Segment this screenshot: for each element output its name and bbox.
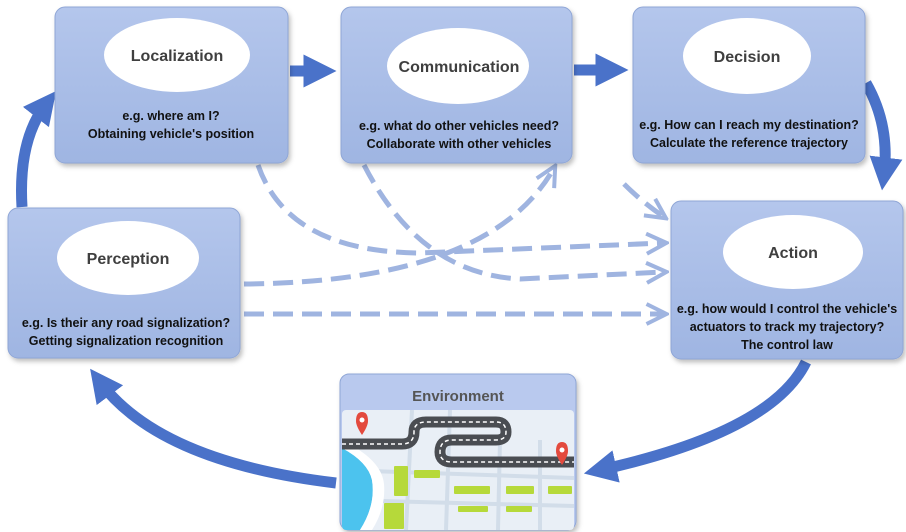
action-title-oval xyxy=(723,215,863,289)
environment-map-illustration xyxy=(342,410,574,530)
perception-line2: Getting signalization recognition xyxy=(29,334,223,348)
localization-line2: Obtaining vehicle's position xyxy=(88,127,254,141)
arrow-action-to-environment xyxy=(583,359,811,483)
dashed-decision-to-action xyxy=(622,182,664,217)
localization-box: Localization e.g. where am I? Obtaining … xyxy=(54,6,289,164)
environment-title: Environment xyxy=(412,388,504,405)
dashed-arrows xyxy=(243,163,664,314)
action-line1: e.g. how would I control the vehicle's xyxy=(677,302,897,316)
action-box: Action e.g. how would I control the vehi… xyxy=(670,200,904,360)
perception-title: Perception xyxy=(87,251,170,268)
decision-title-oval xyxy=(683,18,811,94)
solid-arrows xyxy=(16,53,903,489)
localization-title: Localization xyxy=(131,48,223,65)
localization-title-oval xyxy=(104,18,250,92)
arrow-perception-to-localization xyxy=(16,90,57,208)
decision-title: Decision xyxy=(714,49,781,66)
arrow-environment-to-perception xyxy=(90,368,337,489)
environment-box: Environment xyxy=(339,373,577,531)
arrow-decision-to-action xyxy=(861,80,903,191)
dashed-localization-to-action xyxy=(255,164,664,256)
dashed-perception-to-communication xyxy=(243,168,554,287)
perception-box: Perception e.g. Is their any road signal… xyxy=(7,207,241,359)
communication-line1: e.g. what do other vehicles need? xyxy=(359,119,559,133)
perception-title-oval xyxy=(57,221,199,295)
communication-box: Communication e.g. what do other vehicle… xyxy=(340,6,573,164)
map-water-shore xyxy=(342,448,385,530)
map-pin-icon xyxy=(356,412,368,435)
map-grass-parcels xyxy=(384,466,572,529)
communication-line2: Collaborate with other vehicles xyxy=(367,137,552,151)
communication-title: Communication xyxy=(399,59,520,76)
map-road-marking xyxy=(342,421,574,463)
map-pin-icon xyxy=(556,442,568,465)
localization-line1: e.g. where am I? xyxy=(122,109,219,123)
perception-line1: e.g. Is their any road signalization? xyxy=(22,316,230,330)
dashed-communication-to-action xyxy=(361,163,664,279)
decision-line2: Calculate the reference trajectory xyxy=(650,136,848,150)
action-title: Action xyxy=(768,245,818,262)
map-water xyxy=(342,448,373,530)
action-line2: actuators to track my trajectory? xyxy=(690,320,885,334)
decision-line1: e.g. How can I reach my destination? xyxy=(639,118,859,132)
decision-box: Decision e.g. How can I reach my destina… xyxy=(632,6,866,164)
communication-title-oval xyxy=(387,28,529,104)
action-line3: The control law xyxy=(741,338,833,352)
